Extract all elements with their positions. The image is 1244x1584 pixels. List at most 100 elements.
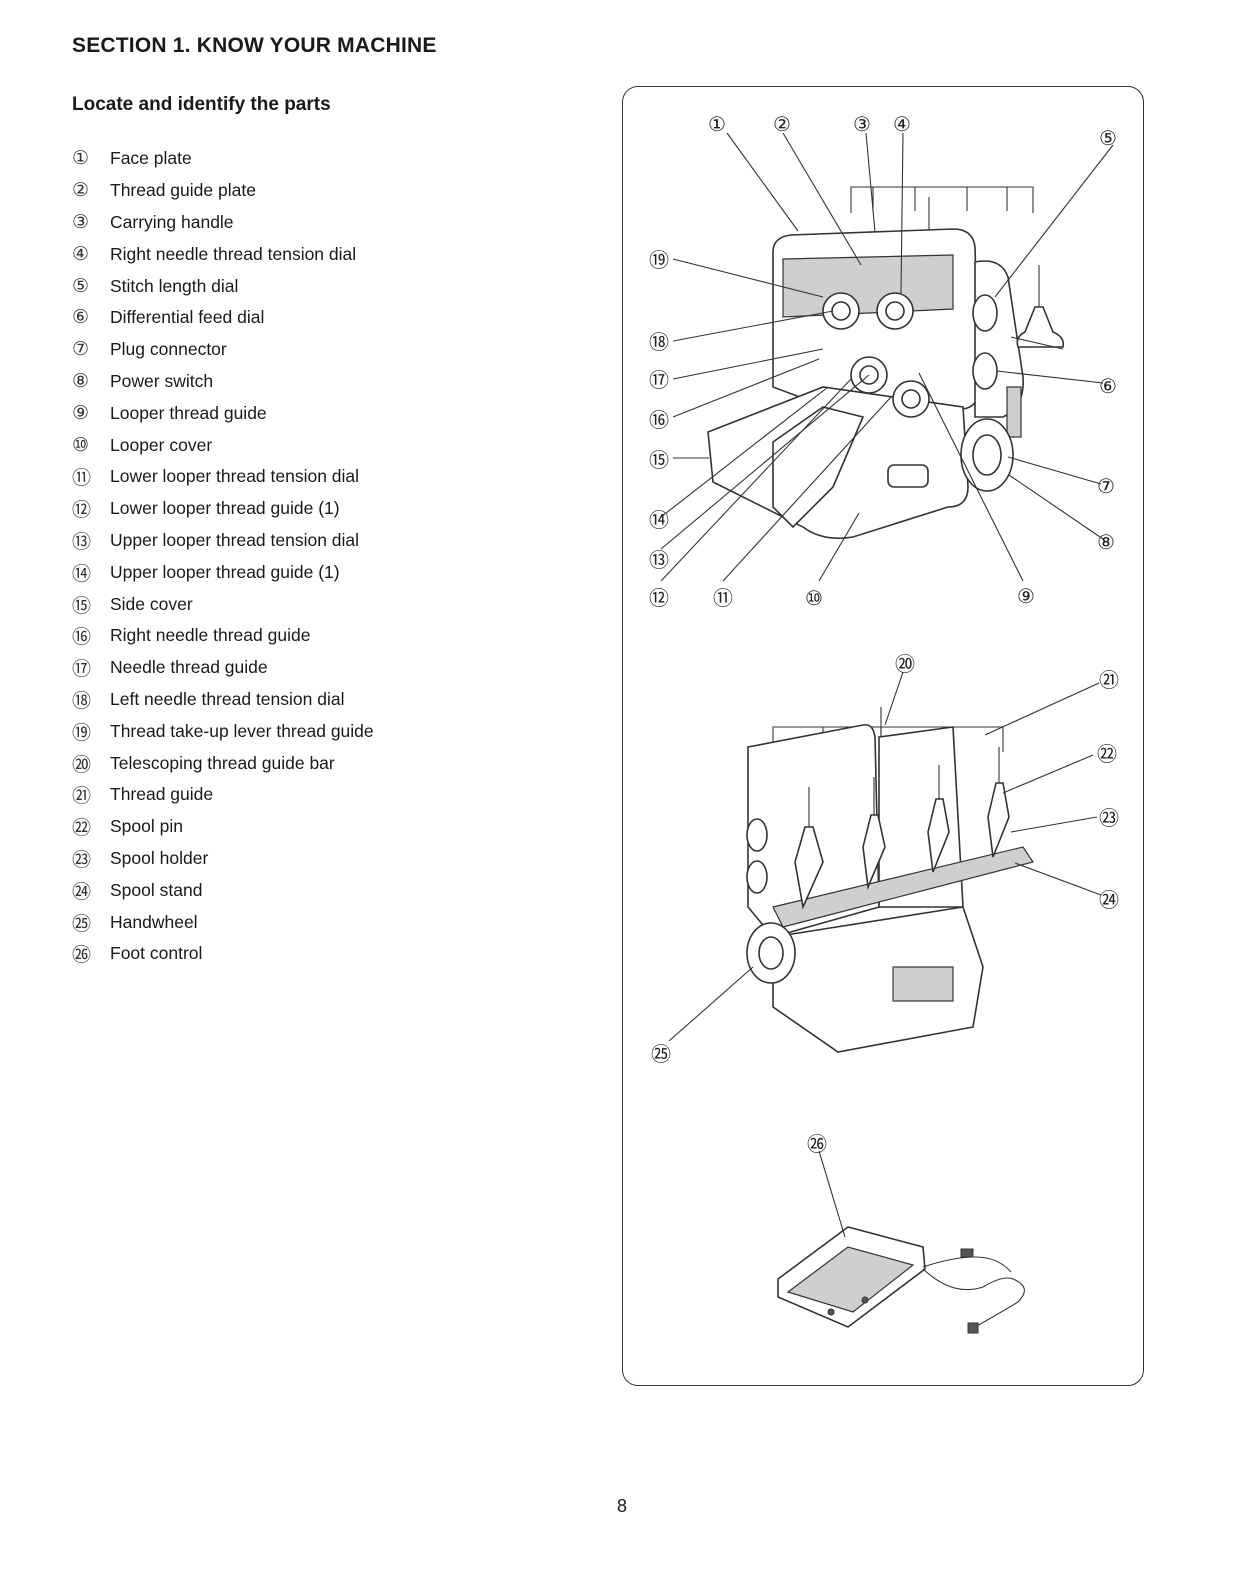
part-number: ② — [72, 180, 90, 202]
part-label: Needle thread guide — [110, 657, 268, 678]
part-label: Thread take-up lever thread guide — [110, 720, 374, 741]
callout-2: ② — [773, 112, 791, 136]
callout-labels: ① ② ③ ④ ⑤ ⑥ ⑦ ⑧ ⑨ ⑩ ⑪ ⑫ ⑬ ⑭ ⑮ ⑯ ⑰ ⑱ ⑲ ⑳ … — [649, 112, 1119, 1156]
part-label: Power switch — [110, 370, 214, 391]
list-item: ⑥ Differential feed dial — [72, 302, 374, 334]
part-number: ⑪ — [72, 468, 92, 490]
part-label: Thread guide plate — [110, 180, 256, 201]
part-number: ⑫ — [72, 500, 92, 522]
list-item: ① Face plate — [72, 143, 374, 175]
part-label: Plug connector — [110, 339, 227, 360]
list-item: ⑳ Telescoping thread guide bar — [72, 747, 374, 779]
callout-6: ⑥ — [1099, 374, 1117, 398]
part-number: ⑬ — [72, 531, 92, 553]
callout-8: ⑧ — [1097, 530, 1115, 554]
rear-view-leaders — [668, 671, 1102, 1042]
callout-14: ⑭ — [649, 508, 669, 532]
list-item: ② Thread guide plate — [72, 175, 374, 207]
part-label: Lower looper thread guide (1) — [110, 498, 340, 519]
callout-18: ⑱ — [649, 330, 669, 354]
part-number: ⑲ — [72, 722, 92, 744]
callout-4: ④ — [893, 112, 911, 136]
list-item: ⑨ Looper thread guide — [72, 397, 374, 429]
callout-25: ㉕ — [651, 1042, 671, 1066]
part-number: ㉔ — [72, 881, 92, 903]
part-number: ⑦ — [72, 339, 90, 361]
foot-control-leader — [818, 1150, 846, 1238]
callout-15: ⑮ — [649, 448, 669, 472]
callout-21: ㉑ — [1099, 668, 1119, 692]
part-label: Telescoping thread guide bar — [110, 752, 335, 773]
list-item: ⑲ Thread take-up lever thread guide — [72, 715, 374, 747]
part-number: ⑭ — [72, 563, 92, 585]
part-number: ⑤ — [72, 275, 90, 297]
callout-20: ⑳ — [895, 652, 915, 676]
callout-22: ㉒ — [1097, 742, 1117, 766]
part-label: Looper thread guide — [110, 402, 267, 423]
list-item: ⑬ Upper looper thread tension dial — [72, 525, 374, 557]
list-item: ㉔ Spool stand — [72, 874, 374, 906]
callout-10: ⑩ — [805, 586, 823, 610]
part-number: ⑥ — [72, 307, 90, 329]
part-label: Stitch length dial — [110, 275, 239, 296]
part-number: ㉑ — [72, 786, 92, 808]
part-number: ㉖ — [72, 945, 92, 967]
part-number: ㉓ — [72, 849, 92, 871]
machine-illustration: ① ② ③ ④ ⑤ ⑥ ⑦ ⑧ ⑨ ⑩ ⑪ ⑫ ⑬ ⑭ ⑮ ⑯ ⑰ ⑱ ⑲ ⑳ … — [649, 112, 1119, 1334]
list-item: ⑪ Lower looper thread tension dial — [72, 461, 374, 493]
list-item: ⑦ Plug connector — [72, 334, 374, 366]
part-number: ⑩ — [72, 434, 90, 456]
figure-frame: ① ② ③ ④ ⑤ ⑥ ⑦ ⑧ ⑨ ⑩ ⑪ ⑫ ⑬ ⑭ ⑮ ⑯ ⑰ ⑱ ⑲ ⑳ … — [622, 86, 1144, 1386]
list-item: ㉕ Handwheel — [72, 906, 374, 938]
part-label: Spool stand — [110, 879, 203, 900]
list-item: ㉒ Spool pin — [72, 811, 374, 843]
list-item: ⑯ Right needle thread guide — [72, 620, 374, 652]
front-view-drawing — [707, 186, 1065, 540]
callout-9: ⑨ — [1017, 584, 1035, 608]
part-label: Upper looper thread tension dial — [110, 529, 360, 550]
callout-11: ⑪ — [713, 586, 733, 610]
callout-23: ㉓ — [1099, 806, 1119, 830]
callout-7: ⑦ — [1097, 474, 1115, 498]
part-number: ㉒ — [72, 818, 92, 840]
callout-17: ⑰ — [649, 368, 669, 392]
part-number: ⑨ — [72, 402, 90, 424]
list-item: ⑭ Upper looper thread guide (1) — [72, 556, 374, 588]
part-number: ① — [72, 148, 90, 170]
subtitle: Locate and identify the parts — [72, 94, 331, 115]
part-label: Upper looper thread guide (1) — [110, 561, 340, 582]
part-number: ⑰ — [72, 659, 92, 681]
list-item: ⑫ Lower looper thread guide (1) — [72, 493, 374, 525]
foot-control-drawing — [777, 1226, 1025, 1334]
part-label: Handwheel — [110, 911, 198, 932]
rear-view-drawing — [746, 707, 1034, 1053]
callout-12: ⑫ — [649, 586, 669, 610]
part-label: Face plate — [110, 148, 192, 169]
front-view-leaders — [660, 132, 1114, 582]
callout-1: ① — [708, 112, 726, 136]
part-label: Differential feed dial — [110, 307, 265, 328]
callout-13: ⑬ — [649, 548, 669, 572]
part-number: ㉕ — [72, 913, 92, 935]
part-number: ⑳ — [72, 754, 92, 776]
part-label: Right needle thread tension dial — [110, 243, 357, 264]
part-label: Side cover — [110, 593, 193, 614]
part-label: Right needle thread guide — [110, 625, 311, 646]
part-label: Spool pin — [110, 816, 183, 837]
part-number: ⑱ — [72, 690, 92, 712]
callout-26: ㉖ — [807, 1132, 827, 1156]
part-number: ⑧ — [72, 370, 90, 392]
callout-19: ⑲ — [649, 248, 669, 272]
part-number: ⑯ — [72, 627, 92, 649]
list-item: ⑰ Needle thread guide — [72, 652, 374, 684]
part-label: Lower looper thread tension dial — [110, 466, 360, 487]
section-title: SECTION 1. KNOW YOUR MACHINE — [72, 34, 437, 57]
part-number: ⑮ — [72, 595, 92, 617]
part-number: ③ — [72, 211, 90, 233]
